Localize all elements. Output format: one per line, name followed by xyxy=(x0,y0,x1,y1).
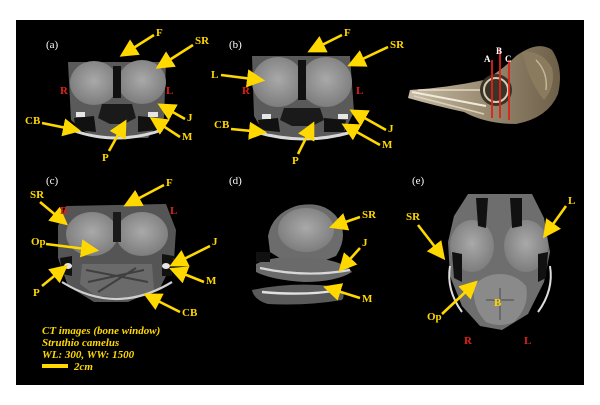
panel-label-d: (d) xyxy=(229,175,242,187)
label-a-SR: SR xyxy=(195,35,210,47)
arrow-a-F xyxy=(119,33,155,57)
label-c-R: R xyxy=(60,205,69,217)
label-b-P: P xyxy=(292,155,299,167)
label-d-M: M xyxy=(362,293,373,305)
panel-c xyxy=(58,204,176,302)
label-e-R: R xyxy=(464,335,473,347)
eye-d xyxy=(278,208,334,252)
arrow-c-M xyxy=(169,266,205,284)
caption-line-3: WL: 300, WW: 1500 xyxy=(42,349,135,361)
scale-label: 2cm xyxy=(73,361,93,373)
label-b-R: R xyxy=(242,85,251,97)
label-e-L: L xyxy=(568,195,575,207)
arrow-d-J xyxy=(338,247,361,272)
arrow-b-SR xyxy=(347,45,389,67)
arrow-b-F xyxy=(307,33,343,53)
arrow-a-M xyxy=(149,117,181,139)
panel-label-b: (b) xyxy=(229,39,242,51)
label-b-M: M xyxy=(382,139,393,151)
arrow-b-CB xyxy=(230,121,268,140)
eye-right-e xyxy=(504,220,548,272)
arrow-b-M xyxy=(341,123,381,147)
panel-a xyxy=(68,60,166,140)
ct-figure: (a) F SR R L J M CB P (b) F SR xyxy=(16,20,584,385)
panel-d xyxy=(252,204,352,305)
arrow-c-CB xyxy=(143,293,181,314)
arrow-b-J xyxy=(349,109,387,132)
label-c-Op: Op xyxy=(31,236,46,248)
arrow-b-P xyxy=(296,121,315,155)
eye-left-b xyxy=(252,57,304,107)
label-e-B: B xyxy=(494,297,502,309)
panel-e xyxy=(448,194,552,330)
panel-label-c: (c) xyxy=(46,175,59,187)
label-c-M: M xyxy=(206,275,217,287)
label-b-L: L xyxy=(356,85,363,97)
label-c-SR: SR xyxy=(30,189,45,201)
panel-label-a: (a) xyxy=(46,39,59,51)
scale-bar xyxy=(42,364,68,368)
eye-left-c xyxy=(66,212,118,256)
label-a-L: L xyxy=(166,85,173,97)
label-e-Op: Op xyxy=(427,311,442,323)
arrow-e-L xyxy=(542,205,568,239)
caption-line-1: CT images (bone window) xyxy=(42,325,160,337)
figure-canvas: (a) F SR R L J M CB P (b) F SR xyxy=(25,27,575,373)
plane-label-B: B xyxy=(496,46,502,56)
arrow-c-P xyxy=(41,264,69,288)
label-e-SR: SR xyxy=(406,211,421,223)
arrow-b-L xyxy=(220,69,266,88)
label-e-L-red: L xyxy=(524,335,531,347)
arrow-c-F xyxy=(123,183,165,207)
arrow-d-M xyxy=(323,283,361,301)
label-a-P: P xyxy=(102,152,109,164)
label-a-M: M xyxy=(182,131,193,143)
label-a-CB: CB xyxy=(25,115,41,127)
label-c-CB: CB xyxy=(182,307,198,319)
eye-right-a xyxy=(118,60,166,104)
arrow-a-CB xyxy=(41,118,82,137)
arrow-a-P xyxy=(107,119,127,152)
plane-label-C: C xyxy=(505,54,512,64)
arrow-c-J xyxy=(169,244,211,267)
label-b-CB: CB xyxy=(214,119,230,131)
arrow-c-Op xyxy=(45,239,100,258)
label-a-R: R xyxy=(60,85,69,97)
eye-left-a xyxy=(70,61,118,105)
arrow-a-SR xyxy=(155,43,194,69)
label-b-L-upper: L xyxy=(211,69,218,81)
arrow-d-SR xyxy=(329,213,361,231)
plane-label-A: A xyxy=(484,54,491,64)
label-a-F: F xyxy=(156,27,163,39)
arrow-e-SR xyxy=(416,224,446,261)
label-b-J: J xyxy=(388,123,394,135)
arrow-c-SR xyxy=(39,201,68,226)
arrow-a-J xyxy=(157,103,186,121)
panel-label-e: (e) xyxy=(412,175,425,187)
eye-right-c xyxy=(116,212,168,256)
label-c-J: J xyxy=(212,236,218,248)
label-c-P: P xyxy=(33,287,40,299)
skull-3d-render xyxy=(408,46,560,124)
eye-right-b xyxy=(300,57,352,107)
arrow-e-Op xyxy=(441,280,478,315)
label-a-J: J xyxy=(187,112,193,124)
label-c-L: L xyxy=(170,205,177,217)
panel-b xyxy=(252,56,354,141)
label-b-SR: SR xyxy=(390,39,405,51)
label-b-F: F xyxy=(344,27,351,39)
caption-line-2: Struthio camelus xyxy=(42,337,119,349)
label-d-SR: SR xyxy=(362,209,377,221)
label-c-F: F xyxy=(166,177,173,189)
label-d-J: J xyxy=(362,237,368,249)
